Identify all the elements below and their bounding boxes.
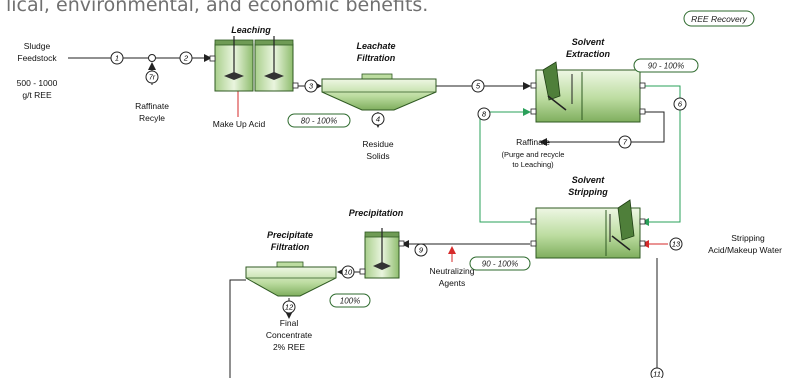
svg-text:1: 1 [115, 54, 119, 63]
precipitate-filtration-title-1: Precipitate [267, 230, 313, 240]
stream-marker-10: 10 [341, 265, 355, 279]
stream-marker-2: 2 [179, 51, 193, 65]
leaching-tanks [209, 36, 299, 92]
purge-recycle-label-2: to Leaching) [512, 160, 554, 169]
mixer-junction [148, 54, 156, 62]
badge-stripping: 90 - 100% [469, 256, 531, 271]
svg-text:8: 8 [482, 110, 487, 119]
precipitation-title: Precipitation [349, 208, 404, 218]
leachate-filter [321, 73, 437, 111]
final-concentrate-label-1: Final [280, 318, 299, 328]
precipitate-filter [245, 261, 337, 297]
filtrate-line [229, 279, 246, 378]
stream-marker-6: 6 [673, 97, 687, 111]
purge-recycle-label-1: (Purge and recycle [502, 150, 565, 159]
sludge-feedstock-label-1: Sludge [24, 41, 51, 51]
residue-solids-label-1: Residue [362, 139, 393, 149]
solvent-stripping-unit [530, 199, 646, 259]
leachate-filtration-title-1: Leachate [356, 41, 395, 51]
header-banner: lical, environmental, and economic benef… [0, 0, 794, 24]
svg-text:90 - 100%: 90 - 100% [482, 260, 518, 269]
solvent-extraction-title-2: Extraction [566, 49, 611, 59]
svg-text:7: 7 [623, 138, 628, 147]
stream-markers: 1 2 3 4 5 6 7 8 9 10 11 12 13 7r [110, 51, 687, 378]
stream-7-line [539, 111, 665, 146]
final-concentrate-label-2: Concentrate [266, 330, 313, 340]
badge-filtration: 80 - 100% [287, 113, 351, 128]
stream-marker-11: 11 [650, 367, 664, 378]
stream-marker-3: 3 [304, 79, 318, 93]
leaching-title: Leaching [231, 25, 271, 35]
badge-precipitation: 100% [329, 293, 371, 308]
raffinate-recycle-label-1: Raffinate [135, 101, 169, 111]
neutralizing-agents-label-1: Neutralizing [430, 266, 475, 276]
svg-text:12: 12 [285, 303, 294, 312]
header-text: lical, environmental, and economic benef… [6, 0, 429, 16]
raffinate-label: Raffinate [516, 137, 550, 147]
make-up-acid-label: Make Up Acid [213, 119, 266, 129]
precipitate-filtration-title-2: Filtration [271, 242, 310, 252]
stream-marker-7r: 7r [145, 70, 159, 84]
svg-text:REE Recovery: REE Recovery [691, 14, 747, 24]
recovery-badges: 80 - 100% 90 - 100% 90 - 100% 100% [287, 58, 699, 308]
stream-marker-7: 7 [618, 135, 632, 149]
badge-extraction: 90 - 100% [633, 58, 699, 73]
recycle-lines [479, 85, 681, 226]
stream-marker-12: 12 [282, 300, 296, 314]
svg-text:9: 9 [419, 246, 424, 255]
svg-text:80 - 100%: 80 - 100% [301, 117, 337, 126]
precipitation-tank [359, 228, 405, 279]
ree-recovery-legend: REE Recovery [683, 10, 755, 27]
stream-marker-13: 13 [669, 237, 683, 251]
solvent-stripping-title-1: Solvent [572, 175, 606, 185]
svg-text:100%: 100% [340, 297, 360, 306]
leachate-filtration-title-2: Filtration [357, 53, 396, 63]
svg-text:4: 4 [376, 115, 380, 124]
ree-grade-label-1: 500 - 1000 [17, 78, 58, 88]
svg-text:5: 5 [476, 82, 481, 91]
stream-8-line [479, 108, 531, 223]
unit-titles: Leaching Leachate Filtration Solvent Ext… [231, 25, 610, 252]
solvent-extraction-title-1: Solvent [572, 37, 606, 47]
svg-text:6: 6 [678, 100, 683, 109]
svg-text:7r: 7r [149, 75, 156, 82]
svg-text:2: 2 [183, 54, 189, 63]
sludge-feedstock-label-2: Feedstock [17, 53, 57, 63]
svg-text:3: 3 [309, 82, 314, 91]
solvent-stripping-title-2: Stripping [568, 187, 608, 197]
neutralizing-agents-label-2: Agents [439, 278, 465, 288]
stream-marker-1: 1 [110, 51, 124, 65]
svg-text:13: 13 [672, 240, 681, 249]
stream-marker-4: 4 [371, 112, 385, 126]
stream-6-line [640, 85, 681, 226]
final-concentrate-label-3: 2% REE [273, 342, 305, 352]
raffinate-recycle-label-2: Recyle [139, 113, 165, 123]
residue-solids-label-2: Solids [366, 151, 389, 161]
solvent-extraction-unit [530, 61, 646, 123]
stripping-acid-label-2: Acid/Makeup Water [708, 245, 782, 255]
stream-marker-9: 9 [414, 243, 428, 257]
svg-text:11: 11 [653, 370, 661, 378]
stripping-acid-label-1: Stripping [731, 233, 765, 243]
ree-grade-label-2: g/t REE [22, 90, 52, 100]
stream-marker-5: 5 [471, 79, 485, 93]
svg-text:10: 10 [344, 268, 353, 277]
svg-text:90 - 100%: 90 - 100% [648, 62, 684, 71]
labels: Sludge Feedstock 500 - 1000 g/t REE Raff… [17, 41, 782, 352]
stream-marker-8: 8 [477, 107, 491, 121]
